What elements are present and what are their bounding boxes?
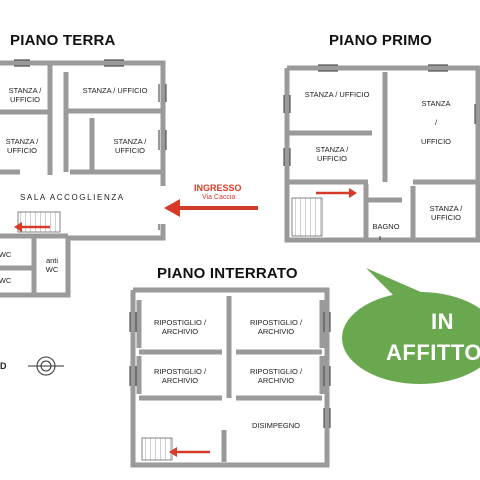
ingresso-street-label: Via Caccia xyxy=(202,194,236,201)
in-affitto-line2: AFFITTO xyxy=(386,340,480,365)
piano-interrato-title: PIANO INTERRATO xyxy=(157,265,298,282)
piano-interrato-stair-arrow xyxy=(169,447,210,457)
pi-room-ripostiglio-3: RIPOSTIGLIO / ARCHIVIO xyxy=(153,367,207,386)
in-affitto-badge xyxy=(342,268,480,384)
pt-room-stanza-ufficio-mid-right: STANZA / UFFICIO xyxy=(113,137,147,156)
piano-primo-title: PIANO PRIMO xyxy=(329,32,433,49)
piano-terra-stairs xyxy=(17,211,61,233)
piano-terra-windows xyxy=(14,59,167,230)
pt-room-sala-accoglienza: SALA ACCOGLIENZA xyxy=(20,193,125,202)
north-mark-label: D xyxy=(0,361,7,371)
ingresso-arrow xyxy=(164,199,258,217)
north-arrow-icon xyxy=(28,356,64,376)
pt-room-stanza-ufficio-mid-left: STANZA / UFFICIO xyxy=(5,137,39,156)
pp-room-stanza-big: STANZA / UFFICIO xyxy=(421,99,451,146)
piano-primo-stairs xyxy=(291,197,323,237)
pi-room-ripostiglio-1: RIPOSTIGLIO / ARCHIVIO xyxy=(153,318,207,337)
pp-room-stanza-ufficio-low: STANZA / UFFICIO xyxy=(429,204,463,223)
pi-room-ripostiglio-4: RIPOSTIGLIO / ARCHIVIO xyxy=(249,367,303,386)
piano-interrato-plan xyxy=(130,287,330,468)
piano-primo-plan xyxy=(284,65,480,243)
pi-room-ripostiglio-2: RIPOSTIGLIO / ARCHIVIO xyxy=(249,318,303,337)
pp-room-stanza-ufficio-top: STANZA / UFFICIO xyxy=(304,90,370,99)
pp-room-stanza-ufficio-mid: STANZA / UFFICIO xyxy=(315,145,349,164)
piano-interrato-stairs xyxy=(141,437,173,461)
piano-terra-plan xyxy=(0,60,166,298)
piano-terra-stair-arrow xyxy=(14,222,50,232)
pt-room-stanza-ufficio-top-right: STANZA / UFFICIO xyxy=(82,86,148,95)
pt-room-antiwc: anti WC xyxy=(45,256,59,275)
piano-primo-stair-arrow xyxy=(316,188,357,198)
piano-terra-title: PIANO TERRA xyxy=(10,32,116,49)
pt-room-wc-2: WC xyxy=(0,276,12,285)
piano-interrato-windows xyxy=(129,312,331,428)
pt-room-stanza-ufficio-top-left: STANZA / UFFICIO xyxy=(8,86,42,105)
in-affitto-line1: IN xyxy=(431,309,454,334)
pp-room-bagno: BAGNO xyxy=(372,222,400,231)
pi-room-disimpegno: DISIMPEGNO xyxy=(252,421,300,430)
piano-primo-windows xyxy=(283,64,476,240)
pt-room-wc-1: WC xyxy=(0,250,12,259)
ingresso-label: INGRESSO xyxy=(194,183,242,193)
